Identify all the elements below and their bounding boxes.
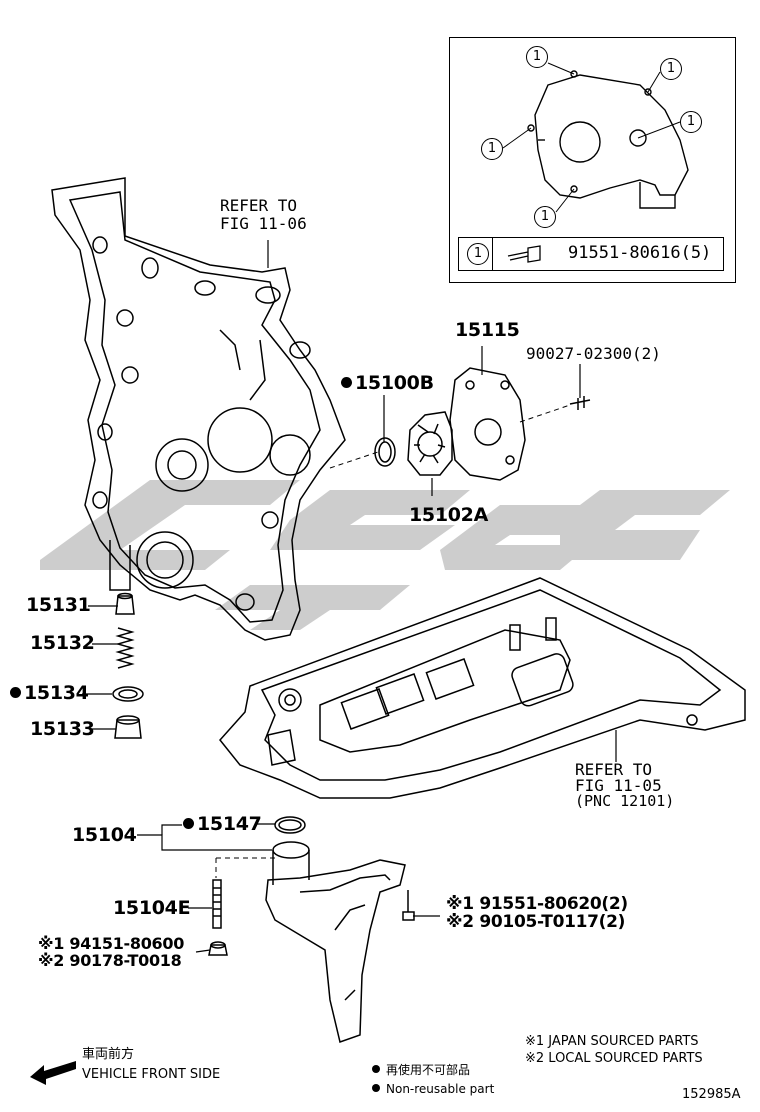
refer-top-line2: FIG 11-06 <box>220 214 307 233</box>
part-15132: 15132 <box>30 632 95 654</box>
callout-1-legend: 1 <box>467 243 489 265</box>
vehicle-front-arrow-icon <box>30 1061 76 1085</box>
part-15100B: 15100B <box>341 374 434 393</box>
part-15131: 15131 <box>26 594 91 616</box>
leader-lines <box>82 240 617 953</box>
vehicle-front-jp: 車両前方 <box>82 1047 135 1062</box>
legend-local-sourced: ※2 LOCAL SOURCED PARTS <box>525 1051 703 1066</box>
part-15133: 15133 <box>30 718 95 740</box>
relief-valve-parts <box>112 592 144 739</box>
non-reusable-dot <box>341 377 352 388</box>
part-15104E: 15104E <box>113 897 191 919</box>
refer-pan-line3: (PNC 12101) <box>575 792 675 810</box>
inset-legend-row <box>458 237 724 271</box>
non-reusable-dot <box>10 687 21 698</box>
inset-pump-cover <box>527 70 689 209</box>
non-reusable-dot <box>372 1084 380 1092</box>
oil-strainer <box>208 816 415 1043</box>
callout-1-bottom: 1 <box>534 206 556 228</box>
part-15104: 15104 <box>72 824 137 846</box>
part-15134: 15134 <box>10 684 89 703</box>
refer-pan-line1: REFER TO <box>575 760 653 779</box>
non-reusable-dot <box>372 1065 380 1073</box>
figure-id: 152985A <box>682 1087 741 1102</box>
inset-leaders <box>502 62 681 213</box>
vehicle-front-en: VEHICLE FRONT SIDE <box>82 1067 221 1082</box>
nut-part-local: ※2 90178-T0018 <box>38 951 182 970</box>
watermark-logo <box>40 480 730 630</box>
nut-part-japan: ※1 94151-80600 <box>38 934 185 953</box>
oil-pan <box>219 577 746 799</box>
callout-1-left: 1 <box>481 138 503 160</box>
part-15115: 15115 <box>455 319 520 341</box>
inset-bolt-icon <box>507 245 541 263</box>
oil-pump-assembly <box>374 367 591 481</box>
part-15147: 15147 <box>183 815 262 834</box>
legend-nonreuse-en: Non-reusable part <box>372 1083 494 1095</box>
timing-chain-cover <box>51 177 346 641</box>
callout-1-right: 1 <box>680 111 702 133</box>
legend-nonreuse-jp: 再使用不可部品 <box>372 1064 470 1076</box>
inset-bolt-part-number: 91551-80616(5) <box>568 243 712 263</box>
part-90027-02300: 90027-02300(2) <box>526 344 661 363</box>
refer-pan-line2: FIG 11-05 <box>575 776 662 795</box>
refer-top-line1: REFER TO <box>220 196 298 215</box>
bolt-part-local: ※2 90105-T0117(2) <box>446 912 626 932</box>
inset-frame <box>449 37 736 283</box>
callout-1-top-right: 1 <box>660 58 682 80</box>
part-15102A: 15102A <box>409 504 489 526</box>
legend-japan-sourced: ※1 JAPAN SOURCED PARTS <box>525 1034 699 1049</box>
non-reusable-dot <box>183 818 194 829</box>
inset-legend-divider <box>492 237 493 271</box>
bolt-part-japan: ※1 91551-80620(2) <box>446 894 628 914</box>
callout-1-top: 1 <box>526 46 548 68</box>
